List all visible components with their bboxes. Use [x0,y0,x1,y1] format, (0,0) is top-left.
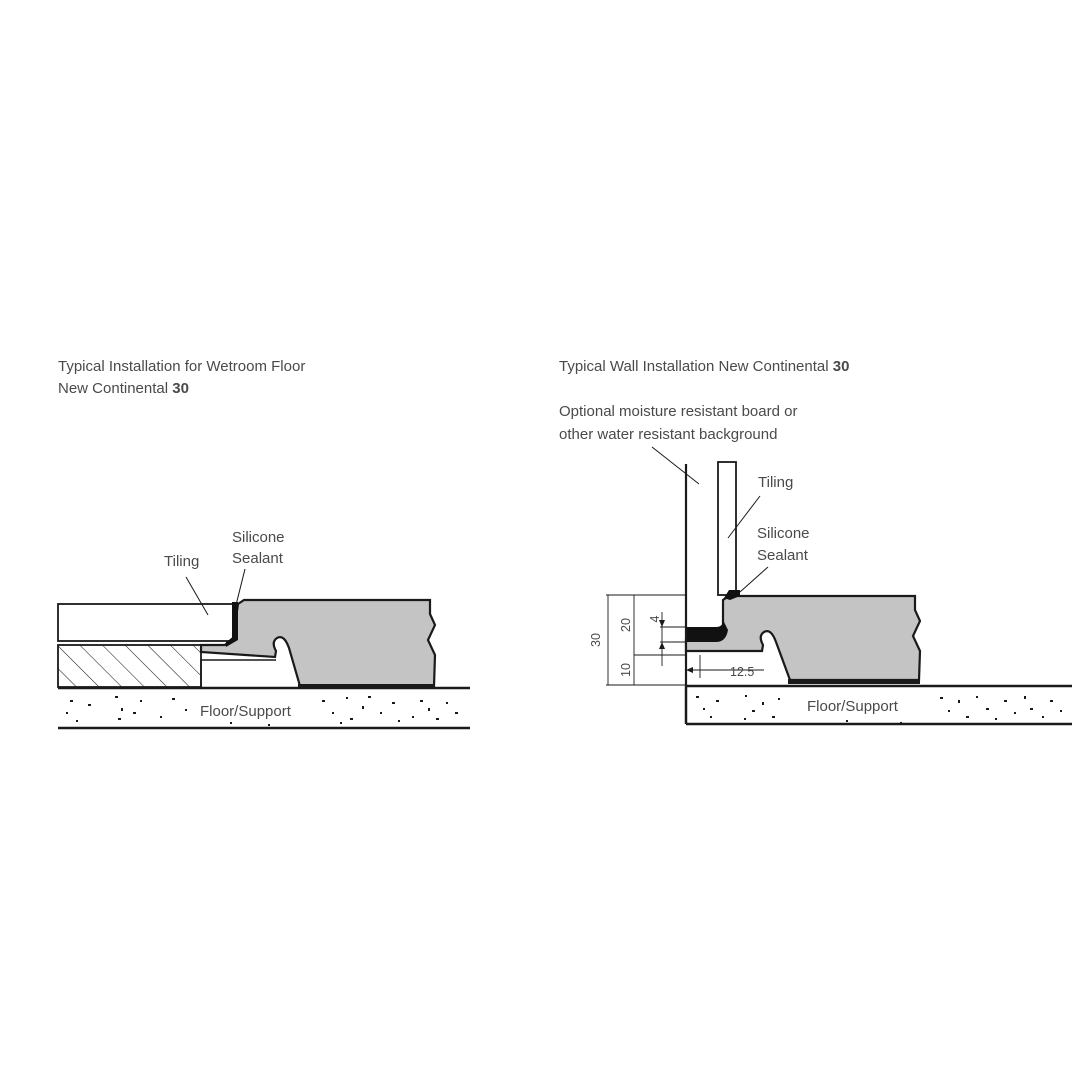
right-wall-tile [717,461,737,596]
dim-offset: 12.5 [730,665,754,679]
right-label-silicone: Silicone [757,525,810,542]
right-label-tiling: Tiling [758,474,793,491]
left-floor-aggregate [66,696,458,726]
right-dimensions [606,594,764,686]
dim-gap: 4 [648,615,662,622]
right-title: Typical Wall Installation New Continenta… [559,358,849,375]
left-label-silicone: Silicone [232,529,285,546]
left-label-tiling: Tiling [164,553,199,570]
right-label-sealant: Sealant [757,547,809,564]
right-floor-support [684,684,1072,726]
right-label-floor: Floor/Support [807,698,899,715]
left-shower-tray [199,598,437,688]
dim-upper-height: 20 [619,618,633,632]
left-title-line2: New Continental 30 [58,380,189,397]
left-title-line1: Typical Installation for Wetroom Floor [58,358,305,375]
left-screed-hatch [57,644,202,688]
left-label-floor: Floor/Support [200,703,292,720]
dim-lower-height: 10 [619,663,633,677]
left-panel: Typical Installation for Wetroom Floor N… [57,358,470,730]
right-silicone-sealant-wall [687,620,728,642]
right-dimension-arrows [659,620,693,673]
right-floor-aggregate [696,695,1062,724]
right-silicone-sealant-upper [724,590,740,600]
right-note-line2: other water resistant background [559,426,777,443]
dim-total-height: 30 [589,633,603,647]
right-note-line1: Optional moisture resistant board or [559,403,797,420]
left-label-sealant: Sealant [232,550,284,567]
left-tray-base [298,684,435,688]
right-tray-base [788,679,920,684]
left-tile-layer [57,603,234,642]
right-panel: Typical Wall Installation New Continenta… [559,358,1072,726]
left-silicone-sealant [226,602,238,647]
